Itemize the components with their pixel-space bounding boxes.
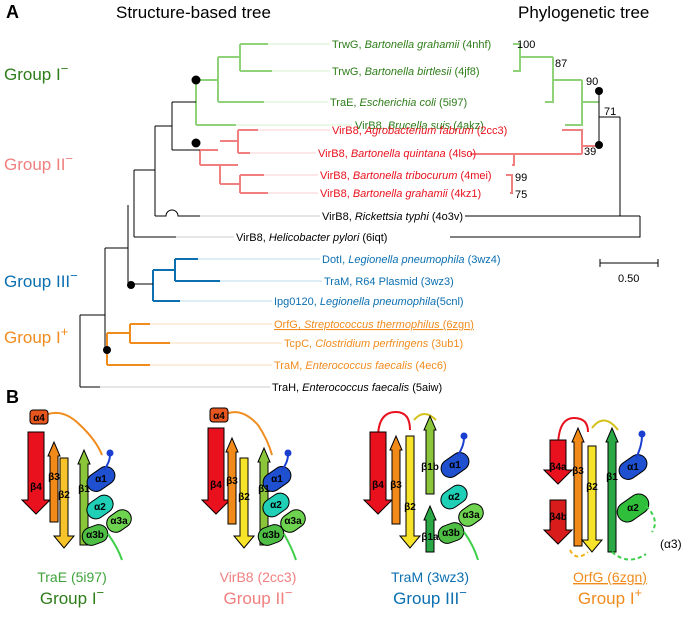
helix-label: α1 xyxy=(449,460,461,471)
leaf-label: TraM, Enterococcus faecalis (4ec6) xyxy=(274,360,447,372)
strand-label: β2 xyxy=(586,482,598,493)
leaf-label: TraE, Escherichia coli (5i97) xyxy=(330,97,467,109)
strand-label: β1a xyxy=(421,532,439,543)
helix-label: α1 xyxy=(95,474,107,485)
leaf-label: VirB8, Rickettsia typhi (4o3v) xyxy=(322,211,463,223)
helix-label: α3b xyxy=(262,530,280,541)
leaf-label: VirB8, Bartonella tribocurum (4mei) xyxy=(320,170,492,182)
leaf-labels: TrwG, Bartonella grahamii (4nhf) TrwG, B… xyxy=(236,39,507,394)
helix-label: α1 xyxy=(627,462,639,473)
bootstrap-value: 90 xyxy=(586,76,598,88)
strand-label: β2 xyxy=(404,502,416,513)
strand-label: β2 xyxy=(58,490,70,501)
bootstrap-value: 87 xyxy=(555,58,567,70)
bootstrap-value: 75 xyxy=(515,189,527,201)
leaf-label: TrwG, Bartonella birtlesii (4jf8) xyxy=(332,66,480,78)
structure-protein-label: VirB8 (2cc3) xyxy=(220,569,297,585)
leaf-label: OrfG, Streptococcus thermophilus (6zgn) xyxy=(274,319,474,331)
strand-label: β3 xyxy=(390,480,402,491)
leaf-label: VirB8, Helicobacter pylori (6iqt) xyxy=(236,232,387,244)
bootstrap-value: 100 xyxy=(517,39,535,51)
strand-label: β4 xyxy=(372,480,384,491)
structure-protein-label: TraM (3wz3) xyxy=(391,569,469,585)
strand-label: β1 xyxy=(606,472,618,483)
panel-b-label: B xyxy=(6,387,19,407)
group-label-3-minus: Group III− xyxy=(4,268,78,291)
leaf-label: DotI, Legionella pneumophila (3wz4) xyxy=(322,254,501,266)
helix-label: α3b xyxy=(86,530,104,541)
helix-label: (α3) xyxy=(660,537,682,551)
bootstrap-value: 39 xyxy=(584,146,596,158)
strand-label: β4a xyxy=(549,462,567,473)
leaf-label: Ipg0120, Legionella pneumophila(5cnl) xyxy=(274,296,464,308)
scale-bar-label: 0.50 xyxy=(618,273,639,285)
structure-trae: α4 β4 β3 β2 β1 α1 α2 α3a α3b TraE (5i97)… xyxy=(20,409,132,608)
strand-label: β1 xyxy=(78,484,90,495)
leaf-label: TrwG, Bartonella grahamii (4nhf) xyxy=(332,39,491,51)
helix-label: α2 xyxy=(94,502,106,513)
strand-label: β2 xyxy=(238,492,250,503)
leaf-label: TraH, Enterococcus faecalis (5aiw) xyxy=(272,382,442,394)
leaf-label: VirB8, Agrobacterium fabrum (2cc3) xyxy=(332,125,507,137)
phylogenetic-tree-header: Phylogenetic tree xyxy=(518,3,649,22)
structure-tree xyxy=(79,43,352,388)
structure-protein-label: OrfG (6zgn) xyxy=(573,569,647,585)
structure-tram: β4 β3 β2 β1b β1a α1 α2 α3a α3b TraM (3wz… xyxy=(362,410,484,608)
structure-group-label: Group I+ xyxy=(578,585,642,608)
helix-label: α3b xyxy=(442,528,460,539)
panel-a-label: A xyxy=(6,2,19,22)
bootstrap-value: 99 xyxy=(515,172,527,184)
structure-group-label: Group I− xyxy=(40,585,104,608)
structure-tree-header: Structure-based tree xyxy=(116,3,271,22)
strand-label: β4 xyxy=(210,480,222,491)
group-label-2-minus: Group II− xyxy=(4,151,73,174)
strand-label: β3 xyxy=(572,466,584,477)
bootstrap-value: 71 xyxy=(604,106,616,118)
phylogenetic-tree xyxy=(450,43,641,238)
structure-protein-label: TraE (5i97) xyxy=(37,569,107,585)
helix-label: α3a xyxy=(462,510,480,521)
structure-group-label: Group II− xyxy=(223,585,292,608)
structure-group-label: Group III− xyxy=(393,585,467,608)
scale-bar: 0.50 xyxy=(599,259,659,285)
leaf-label: VirB8, Bartonella quintana (4lso) xyxy=(318,148,476,160)
helix-label: α3a xyxy=(110,516,128,527)
helix-label: α2 xyxy=(627,503,639,514)
helix-label: α4 xyxy=(213,411,225,422)
strand-label: β3 xyxy=(226,476,238,487)
helix-label: α3a xyxy=(284,516,302,527)
helix-label: α1 xyxy=(271,474,283,485)
leaf-label: TraM, R64 Plasmid (3wz3) xyxy=(324,276,454,288)
strand-label: β1b xyxy=(421,462,439,473)
structure-orfg: β4a β4b β3 β2 β1 α1 α2 (α3) OrfG (6zgn) … xyxy=(542,416,682,608)
strand-label: β3 xyxy=(48,472,60,483)
leaf-label: TcpC, Clostridium perfringens (3ub1) xyxy=(284,338,463,350)
strand-label: β4 xyxy=(30,482,42,493)
helix-label: α2 xyxy=(448,492,460,503)
helix-label: α4 xyxy=(33,413,45,424)
strand-label: β4b xyxy=(549,512,567,523)
strand-label: β1 xyxy=(258,484,270,495)
structure-virb8: α4 β4 β3 β2 β1 α1 α2 α3a α3b VirB8 (2cc3… xyxy=(200,407,306,608)
group-label-1-minus: Group I− xyxy=(4,61,68,84)
group-label-1-plus: Group I+ xyxy=(4,324,68,347)
leaf-label: VirB8, Bartonella grahamii (4kz1) xyxy=(320,188,481,200)
helix-label: α2 xyxy=(270,500,282,511)
leaf-label: VirB8, Brucella suis (4akz) xyxy=(355,120,484,132)
